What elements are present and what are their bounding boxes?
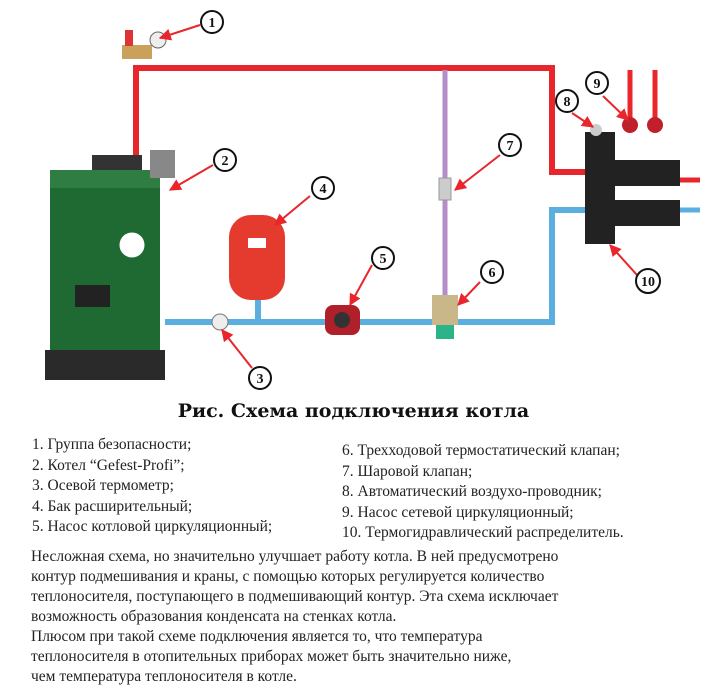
legend-left: 1. Группа безопасности; 2. Котел “Gefest…	[32, 435, 272, 538]
callout-5: 5	[371, 246, 395, 270]
legend-item: 7. Шаровой клапан;	[342, 462, 473, 480]
boiler-connection-diagram: 1 2 3 4 5 6 7 8 9 10	[45, 10, 700, 390]
safety-group	[122, 30, 167, 59]
svg-text:9: 9	[594, 77, 601, 92]
description-line: возможность образования конденсата на ст…	[31, 608, 397, 625]
callout-2: 2	[213, 148, 237, 172]
hydraulic-separator	[585, 117, 680, 244]
axial-thermometer	[211, 313, 229, 331]
legend-item: 9. Насос сетевой циркуляционный;	[342, 503, 574, 521]
figure-title: Рис. Схема подключения котла	[177, 400, 530, 422]
svg-text:7: 7	[507, 139, 514, 154]
callout-7: 7	[498, 133, 522, 157]
ball-valve	[438, 177, 452, 201]
callout-3: 3	[248, 366, 272, 390]
svg-text:2: 2	[222, 154, 229, 169]
callout-4: 4	[311, 176, 335, 200]
svg-text:3: 3	[257, 372, 264, 387]
three-way-valve	[432, 295, 458, 339]
description-line: теплоносителя в отопительных приборах мо…	[31, 648, 512, 665]
svg-text:4: 4	[320, 182, 327, 197]
legend-item: 2. Котел “Gefest-Profi”;	[32, 456, 185, 474]
boiler-circulation-pump	[325, 305, 360, 335]
legend-item: 8. Автоматический воздухо-проводник;	[342, 483, 602, 500]
callout-9: 9	[585, 71, 609, 95]
expansion-tank	[229, 215, 285, 300]
legend-item: 4. Бак расширительный;	[32, 497, 193, 515]
legend-item: 6. Трехходовой термостатический клапан;	[342, 442, 620, 459]
legend-right: 6. Трехходовой термостатический клапан; …	[342, 441, 624, 544]
callouts: 1 2 3 4 5 6 7 8 9 10	[200, 10, 661, 390]
description-line: теплоносителя, поступающего в подмешиваю…	[31, 588, 559, 605]
callout-6: 6	[480, 260, 504, 284]
legend-item: 5. Насос котловой циркуляционный;	[32, 518, 273, 535]
svg-text:10: 10	[641, 275, 655, 290]
callout-1: 1	[200, 10, 224, 34]
description-line: Плюсом при такой схеме подключения являе…	[31, 628, 483, 645]
description-line: чем температура теплоносителя в котле.	[31, 668, 297, 685]
description: Несложная схема, но значительно улучшает…	[31, 547, 701, 687]
svg-text:8: 8	[564, 95, 571, 110]
description-line: контур подмешивания и краны, с помощью к…	[31, 568, 545, 585]
callout-8: 8	[555, 89, 579, 113]
hot-supply-pipe	[133, 65, 585, 175]
heating-circuit-pipes	[627, 70, 700, 213]
boiler	[45, 150, 175, 380]
svg-text:5: 5	[380, 252, 387, 267]
description-line: Несложная схема, но значительно улучшает…	[31, 548, 559, 565]
svg-text:6: 6	[489, 266, 496, 281]
legend-item: 3. Осевой термометр;	[32, 477, 174, 494]
legend-item: 1. Группа безопасности;	[32, 436, 192, 453]
legend-item: 10. Термогидравлический распределитель.	[342, 524, 624, 541]
callout-10: 10	[635, 268, 661, 294]
svg-text:1: 1	[209, 16, 216, 31]
